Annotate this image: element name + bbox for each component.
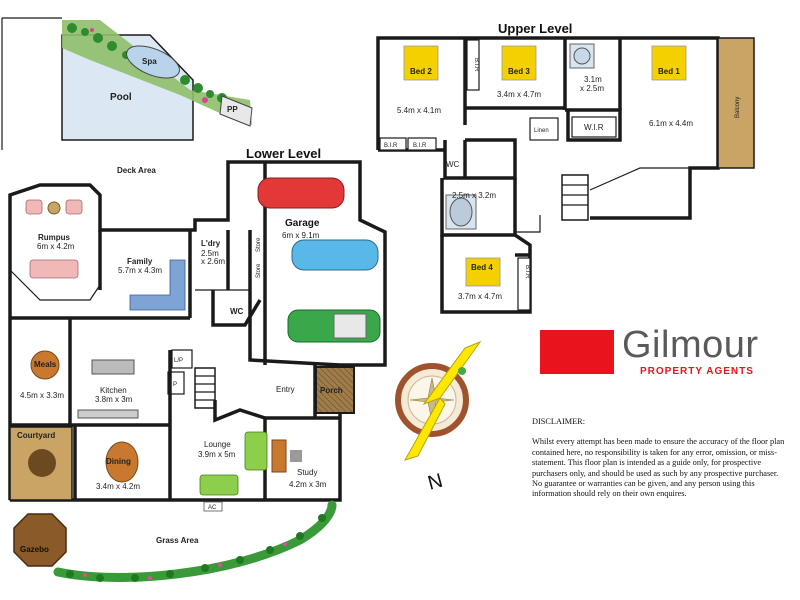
wir-label: W.I.R bbox=[584, 123, 604, 132]
brand-tagline: PROPERTY AGENTS bbox=[640, 366, 754, 377]
bir-label-2: B.I.R bbox=[413, 143, 427, 149]
pool-label: Pool bbox=[110, 92, 132, 103]
bir-label-3: B.I.R bbox=[473, 58, 479, 72]
kitchen-name: Kitchen bbox=[100, 386, 127, 395]
lounge-name: Lounge bbox=[204, 440, 231, 449]
rumpus-name: Rumpus bbox=[38, 233, 71, 242]
garage-name: Garage bbox=[285, 218, 320, 229]
lp-label: L/P bbox=[174, 358, 183, 364]
rumpus-size: 6m x 4.2m bbox=[37, 242, 75, 251]
grass-area-label: Grass Area bbox=[156, 536, 199, 545]
store-label-1: Store bbox=[256, 237, 262, 252]
study-size: 4.2m x 3m bbox=[289, 480, 327, 489]
disclaimer: DISCLAIMER: Whilst every attempt has bee… bbox=[532, 417, 790, 500]
north-label: N bbox=[425, 470, 445, 495]
grounds: Gazebo Grass Area bbox=[13, 500, 337, 582]
disclaimer-text: Whilst every attempt has been made to en… bbox=[532, 437, 785, 499]
family-size: 5.7m x 4.3m bbox=[118, 266, 162, 275]
linen-label: Linen bbox=[534, 128, 549, 134]
meals-name: Meals bbox=[34, 360, 57, 369]
balcony-label: Balcony bbox=[735, 97, 741, 118]
entry-label: Entry bbox=[276, 385, 295, 394]
family-name: Family bbox=[127, 257, 153, 266]
upper-furniture bbox=[403, 43, 687, 287]
lounge-size: 3.9m x 5m bbox=[198, 450, 236, 459]
lower-level-walls bbox=[8, 160, 387, 502]
bed2-size: 5.4m x 4.1m bbox=[397, 106, 441, 115]
logo-red-block bbox=[540, 330, 614, 374]
bir-label-1: B.I.R bbox=[384, 143, 398, 149]
pool-area: Spa Pool PP bbox=[1, 17, 253, 150]
pp-label: PP bbox=[227, 105, 238, 114]
compass-rose: N bbox=[395, 340, 482, 495]
gilmour-logo: Gilmour PROPERTY AGENTS bbox=[540, 324, 790, 380]
lower-level-title: Lower Level bbox=[246, 146, 321, 161]
store-label-2: Store bbox=[256, 263, 262, 278]
ac-label: AC bbox=[208, 505, 217, 511]
upper-labels: Bed 2 5.4m x 4.1m Bed 3 3.4m x 4.7m Bed … bbox=[384, 58, 741, 301]
bath-size: 2.5m x 3.2m bbox=[452, 191, 496, 200]
upper-level-title: Upper Level bbox=[498, 21, 572, 36]
bed4-size: 3.7m x 4.7m bbox=[458, 292, 502, 301]
study-name: Study bbox=[297, 468, 317, 477]
garage-cars bbox=[257, 177, 381, 343]
p-label: P bbox=[173, 382, 177, 388]
disclaimer-title: DISCLAIMER: bbox=[532, 417, 586, 426]
deck-area-label: Deck Area bbox=[117, 166, 156, 175]
bed1-size: 6.1m x 4.4m bbox=[649, 119, 693, 128]
lower-labels: Rumpus 6m x 4.2m Family 5.7m x 4.3m L'dr… bbox=[17, 218, 343, 512]
upper-level-walls bbox=[376, 36, 755, 314]
lower-wc-label: WC bbox=[230, 307, 244, 316]
laundry-size-2: x 2.6m bbox=[201, 257, 225, 266]
ensuite-size-1: 3.1m bbox=[584, 75, 602, 84]
upper-stairs bbox=[561, 174, 589, 221]
gazebo-label: Gazebo bbox=[20, 545, 49, 554]
bir-label-4: B.I.R bbox=[524, 265, 530, 279]
upper-wc-label: WC bbox=[446, 160, 460, 169]
kitchen-size: 3.8m x 3m bbox=[95, 395, 133, 404]
garage-size: 6m x 9.1m bbox=[282, 231, 320, 240]
bed4-name: Bed 4 bbox=[471, 263, 493, 272]
bed3-name: Bed 3 bbox=[508, 67, 530, 76]
courtyard-label: Courtyard bbox=[17, 431, 55, 440]
brand-name: Gilmour bbox=[622, 324, 759, 366]
bed1-name: Bed 1 bbox=[658, 67, 680, 76]
laundry-size-1: 2.5m bbox=[201, 249, 219, 258]
lower-furniture bbox=[25, 177, 381, 496]
bed2-name: Bed 2 bbox=[410, 67, 432, 76]
spa-label: Spa bbox=[142, 57, 157, 66]
meals-size: 4.5m x 3.3m bbox=[20, 391, 64, 400]
dining-name: Dining bbox=[106, 457, 131, 466]
porch-label: Porch bbox=[320, 386, 343, 395]
lower-stairs bbox=[194, 367, 216, 409]
dining-size: 3.4m x 4.2m bbox=[96, 482, 140, 491]
bed3-size: 3.4m x 4.7m bbox=[497, 90, 541, 99]
laundry-name: L'dry bbox=[201, 239, 221, 248]
ensuite-size-2: x 2.5m bbox=[580, 84, 604, 93]
